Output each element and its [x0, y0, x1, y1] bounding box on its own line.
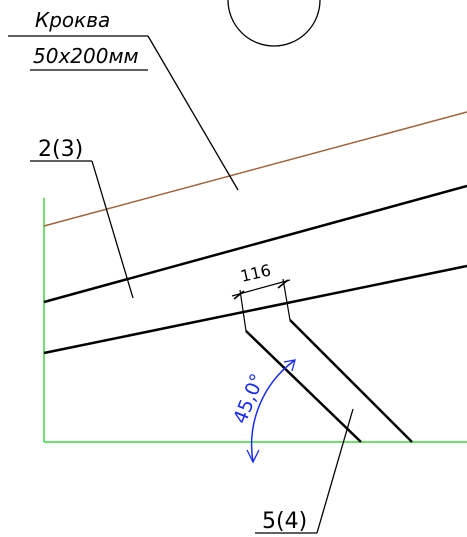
strut-left-line	[245, 330, 362, 443]
leader-5-4-line	[316, 408, 354, 534]
rafter-bottom-line	[43, 264, 467, 355]
dim-ext-left	[239, 289, 247, 332]
angle-arrow-top	[283, 359, 296, 372]
rafter-title-label: Кроква	[35, 8, 110, 32]
dim-tick-left	[233, 290, 245, 300]
circle-fragment	[227, 0, 321, 47]
strut-right-line	[289, 319, 413, 443]
roof-line	[43, 111, 467, 227]
rafter-top-line	[43, 184, 467, 304]
leader-2-3-line	[91, 160, 134, 299]
angle-arc	[250, 359, 296, 463]
rafter-size-label: 50x200мм	[33, 44, 139, 68]
ref-2-3-label: 2(3)	[38, 137, 83, 162]
dim-tick-right	[277, 279, 289, 289]
ref-5-4-label: 5(4)	[262, 509, 307, 534]
dim-ext-right	[282, 278, 291, 321]
leader-rafter-line	[147, 35, 239, 191]
angle-arrow-bottom	[246, 449, 260, 464]
dim-width-label: 116	[239, 261, 273, 286]
